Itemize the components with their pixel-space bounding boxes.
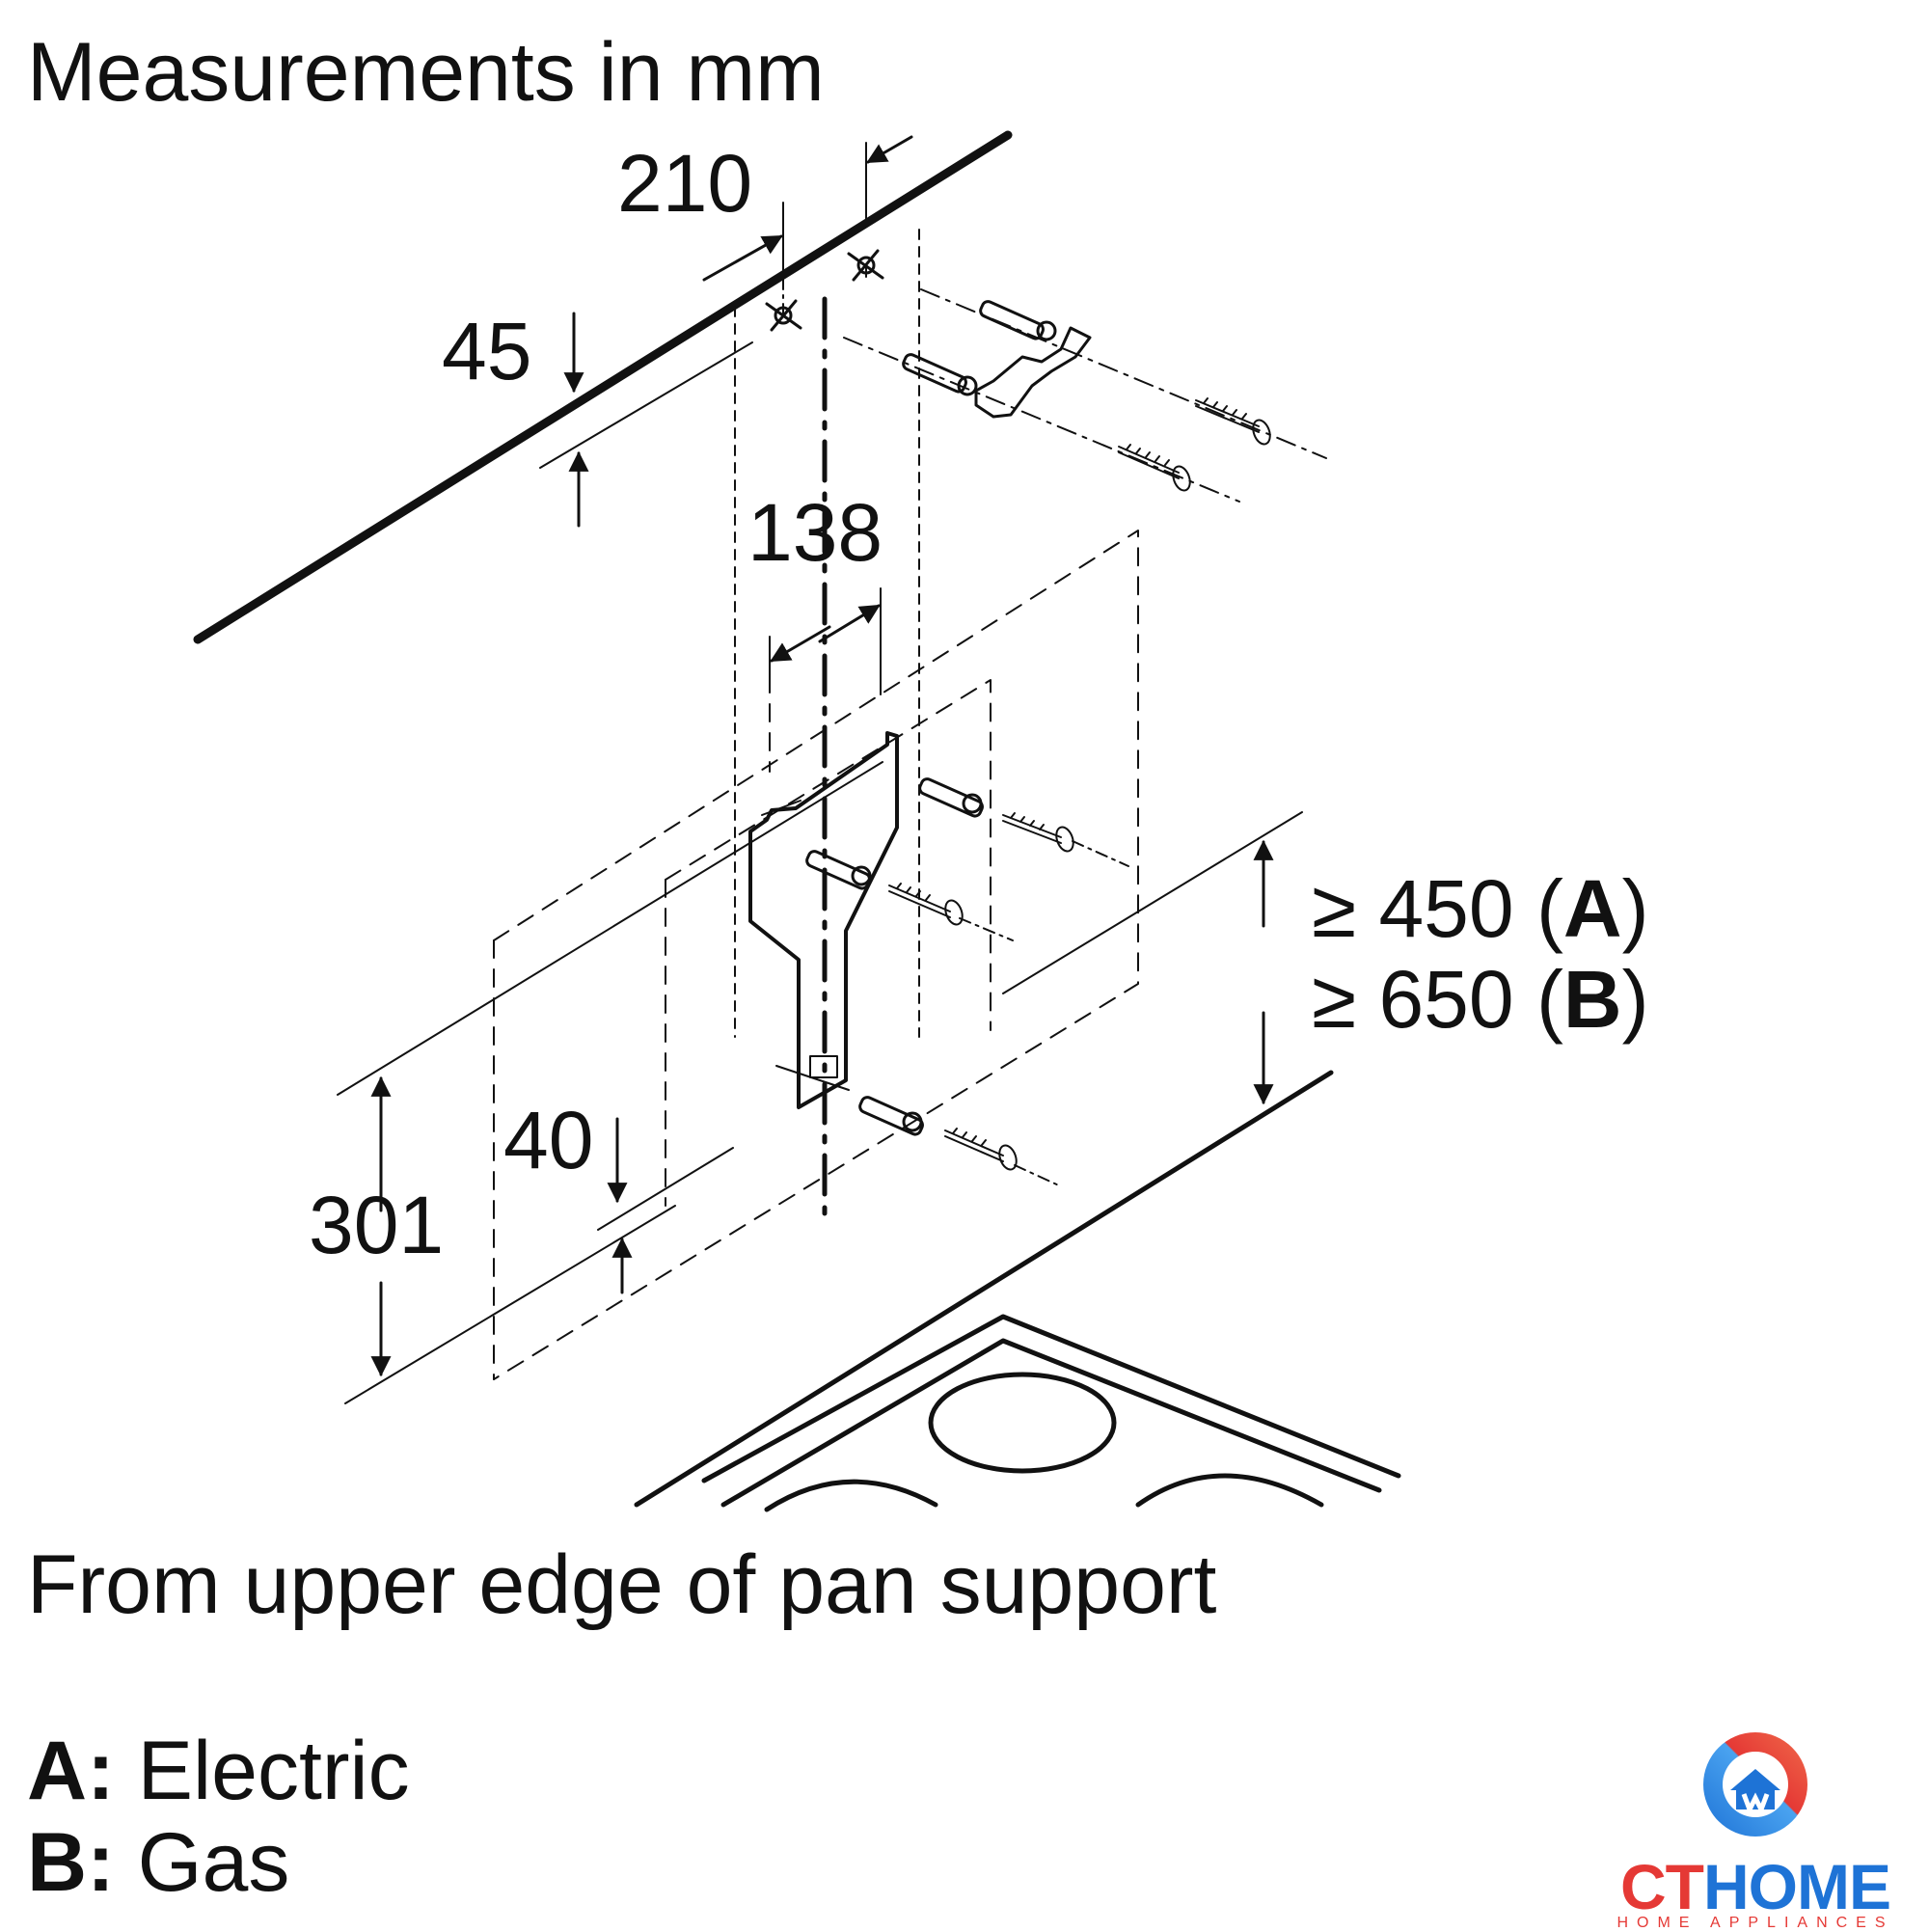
wall-plug-lower <box>858 1096 924 1136</box>
brand-tagline: HOME APPLIANCES <box>1617 1915 1894 1931</box>
screw-middle-left <box>888 883 964 926</box>
upper-bracket <box>974 326 1092 419</box>
wall-plug-middle-left <box>805 850 872 890</box>
ceiling-line <box>193 130 1013 644</box>
house-logo-icon <box>1703 1732 1807 1837</box>
screw-upper-left <box>1118 444 1191 492</box>
dim-138-arrow-left <box>770 625 831 663</box>
cooktop <box>634 1070 1401 1512</box>
page-title: Measurements in mm <box>27 26 825 119</box>
burner-front-right <box>1135 1473 1324 1508</box>
dim-label-40: 40 <box>503 1095 594 1185</box>
burner-back <box>928 1372 1117 1474</box>
burner-front-left <box>764 1479 938 1512</box>
dim-label-45: 45 <box>442 306 532 396</box>
dim-210-arrow-right <box>866 135 913 164</box>
wall-plug-middle-right <box>918 777 984 818</box>
screw-upper-right <box>1195 397 1271 446</box>
height-requirements: ≥ 450 (A) ≥ 650 (B) <box>1312 863 1649 1045</box>
legend-item-a: A: Electric <box>27 1725 410 1817</box>
legend-item-b: B: Gas <box>27 1816 290 1909</box>
dim-label-301: 301 <box>309 1180 445 1270</box>
requirement-a: ≥ 450 (A) <box>1312 863 1649 954</box>
brand-wordmark: CTHOME <box>1620 1851 1891 1922</box>
reference-note: From upper edge of pan support <box>27 1538 1217 1631</box>
brand-logo: CTHOME HOME APPLIANCES <box>1601 1727 1910 1931</box>
dim-label-138: 138 <box>747 487 883 578</box>
wall-plug-upper-right <box>979 300 1057 341</box>
wall-plug-upper-left <box>902 353 978 396</box>
dim-label-210: 210 <box>617 138 753 229</box>
requirement-b: ≥ 650 (B) <box>1312 954 1649 1046</box>
hood-outline <box>493 530 1139 1380</box>
screw-middle-right <box>1002 812 1074 853</box>
screw-lower <box>944 1128 1018 1171</box>
dim-210-arrow-left <box>702 234 783 282</box>
dim-138-arrow-right <box>818 604 881 643</box>
dim-45-ext <box>539 341 753 469</box>
